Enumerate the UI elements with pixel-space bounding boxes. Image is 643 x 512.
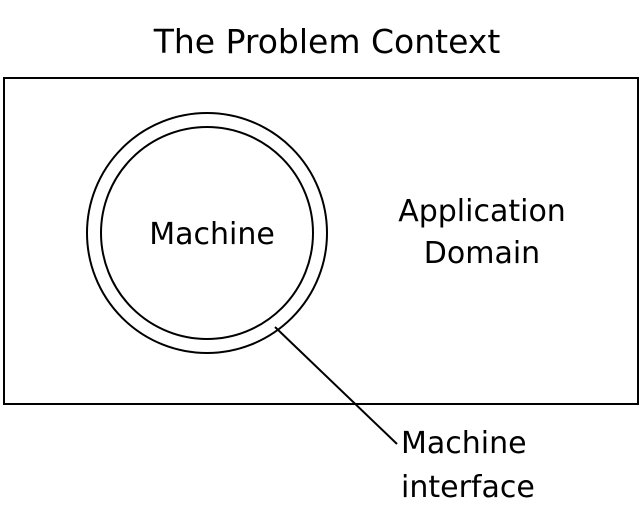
diagram-title: The Problem Context xyxy=(153,22,501,61)
application-domain-label-line2: Domain xyxy=(424,236,540,271)
machine-label: Machine xyxy=(149,217,275,252)
machine-interface-leader-line xyxy=(274,326,398,445)
machine-interface-label-line2: interface xyxy=(401,470,535,505)
problem-context-box xyxy=(3,77,639,405)
machine-interface-label-line1: Machine xyxy=(401,426,527,461)
machine-outer-circle xyxy=(86,112,328,354)
machine-inner-circle xyxy=(100,126,314,340)
application-domain-label-line1: Application xyxy=(398,194,566,229)
